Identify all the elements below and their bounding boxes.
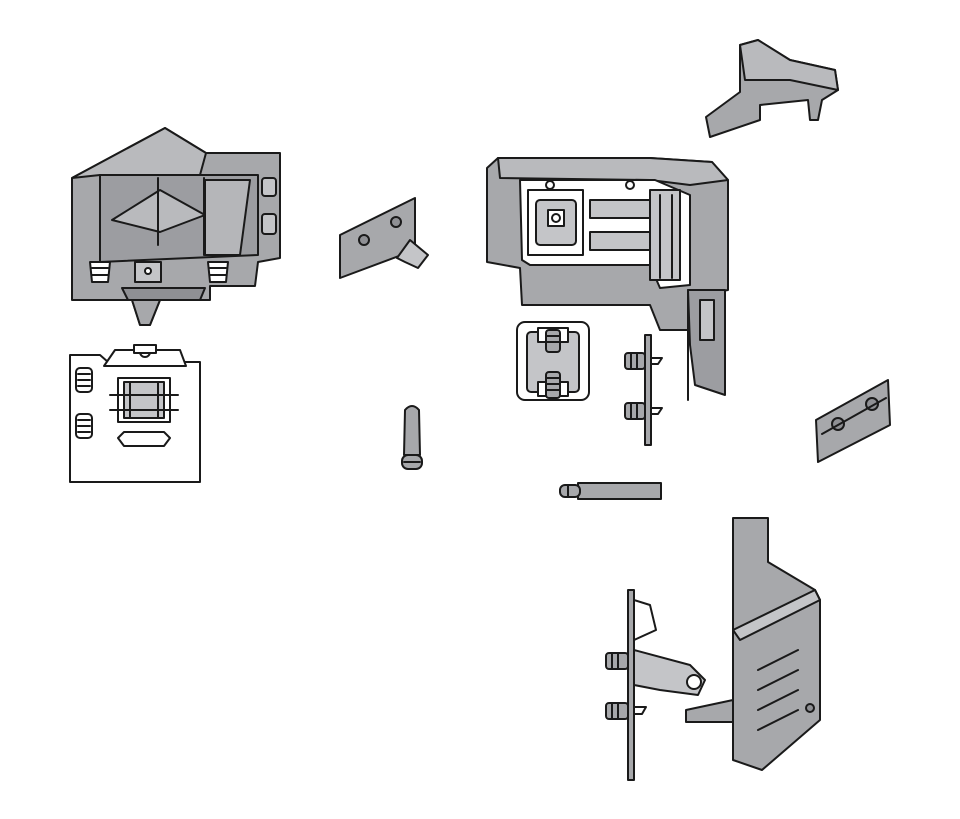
top-cap-piece <box>705 39 839 138</box>
screw-icon <box>605 652 629 670</box>
side-hinge-clip <box>605 589 706 781</box>
left-mounting-plate <box>69 344 201 483</box>
screw-icon <box>624 402 663 420</box>
screw-icon <box>545 329 561 353</box>
screw-icon <box>75 413 93 439</box>
small-clip-bracket <box>339 197 429 279</box>
adapter-square-plate <box>516 321 590 401</box>
screw-icon <box>624 352 663 370</box>
screw-icon <box>545 371 561 399</box>
screw-icon <box>75 367 93 393</box>
dowel-pin <box>401 405 423 470</box>
side-panel <box>685 517 821 771</box>
front-bracket-assembly <box>71 127 281 326</box>
screw-rail-vertical <box>624 334 663 446</box>
angled-slot-plate <box>815 379 891 463</box>
screw-icon <box>605 702 647 720</box>
horizontal-rod <box>559 482 662 500</box>
rear-corner-housing <box>486 157 729 401</box>
